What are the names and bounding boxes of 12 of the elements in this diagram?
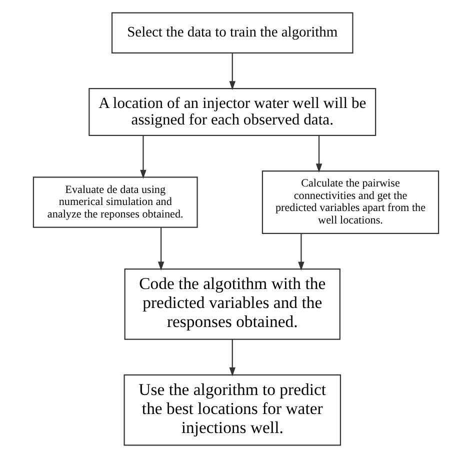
node-box: Evaluate de data using numerical simulation and analyze the reponses obtained.	[32, 176, 198, 228]
arrow	[157, 227, 164, 271]
node-box: A location of an injector water well will be assigned for each observed data.	[88, 88, 376, 136]
arrow	[315, 136, 322, 173]
node-box: Code the algotithm with the predicted variables and the responses obtained.	[124, 268, 340, 340]
node-box: Use the algorithm to predict the best locations for water injections well.	[123, 374, 341, 446]
arrow	[228, 339, 235, 376]
node-box: Select the data to train the algorithm	[110, 12, 353, 54]
arrow	[298, 234, 304, 271]
arrow	[228, 53, 235, 90]
arrow	[140, 136, 146, 179]
node-box: Calculate the pairwise connectivities and get the predicted variables apart from the well locations.	[261, 170, 439, 234]
